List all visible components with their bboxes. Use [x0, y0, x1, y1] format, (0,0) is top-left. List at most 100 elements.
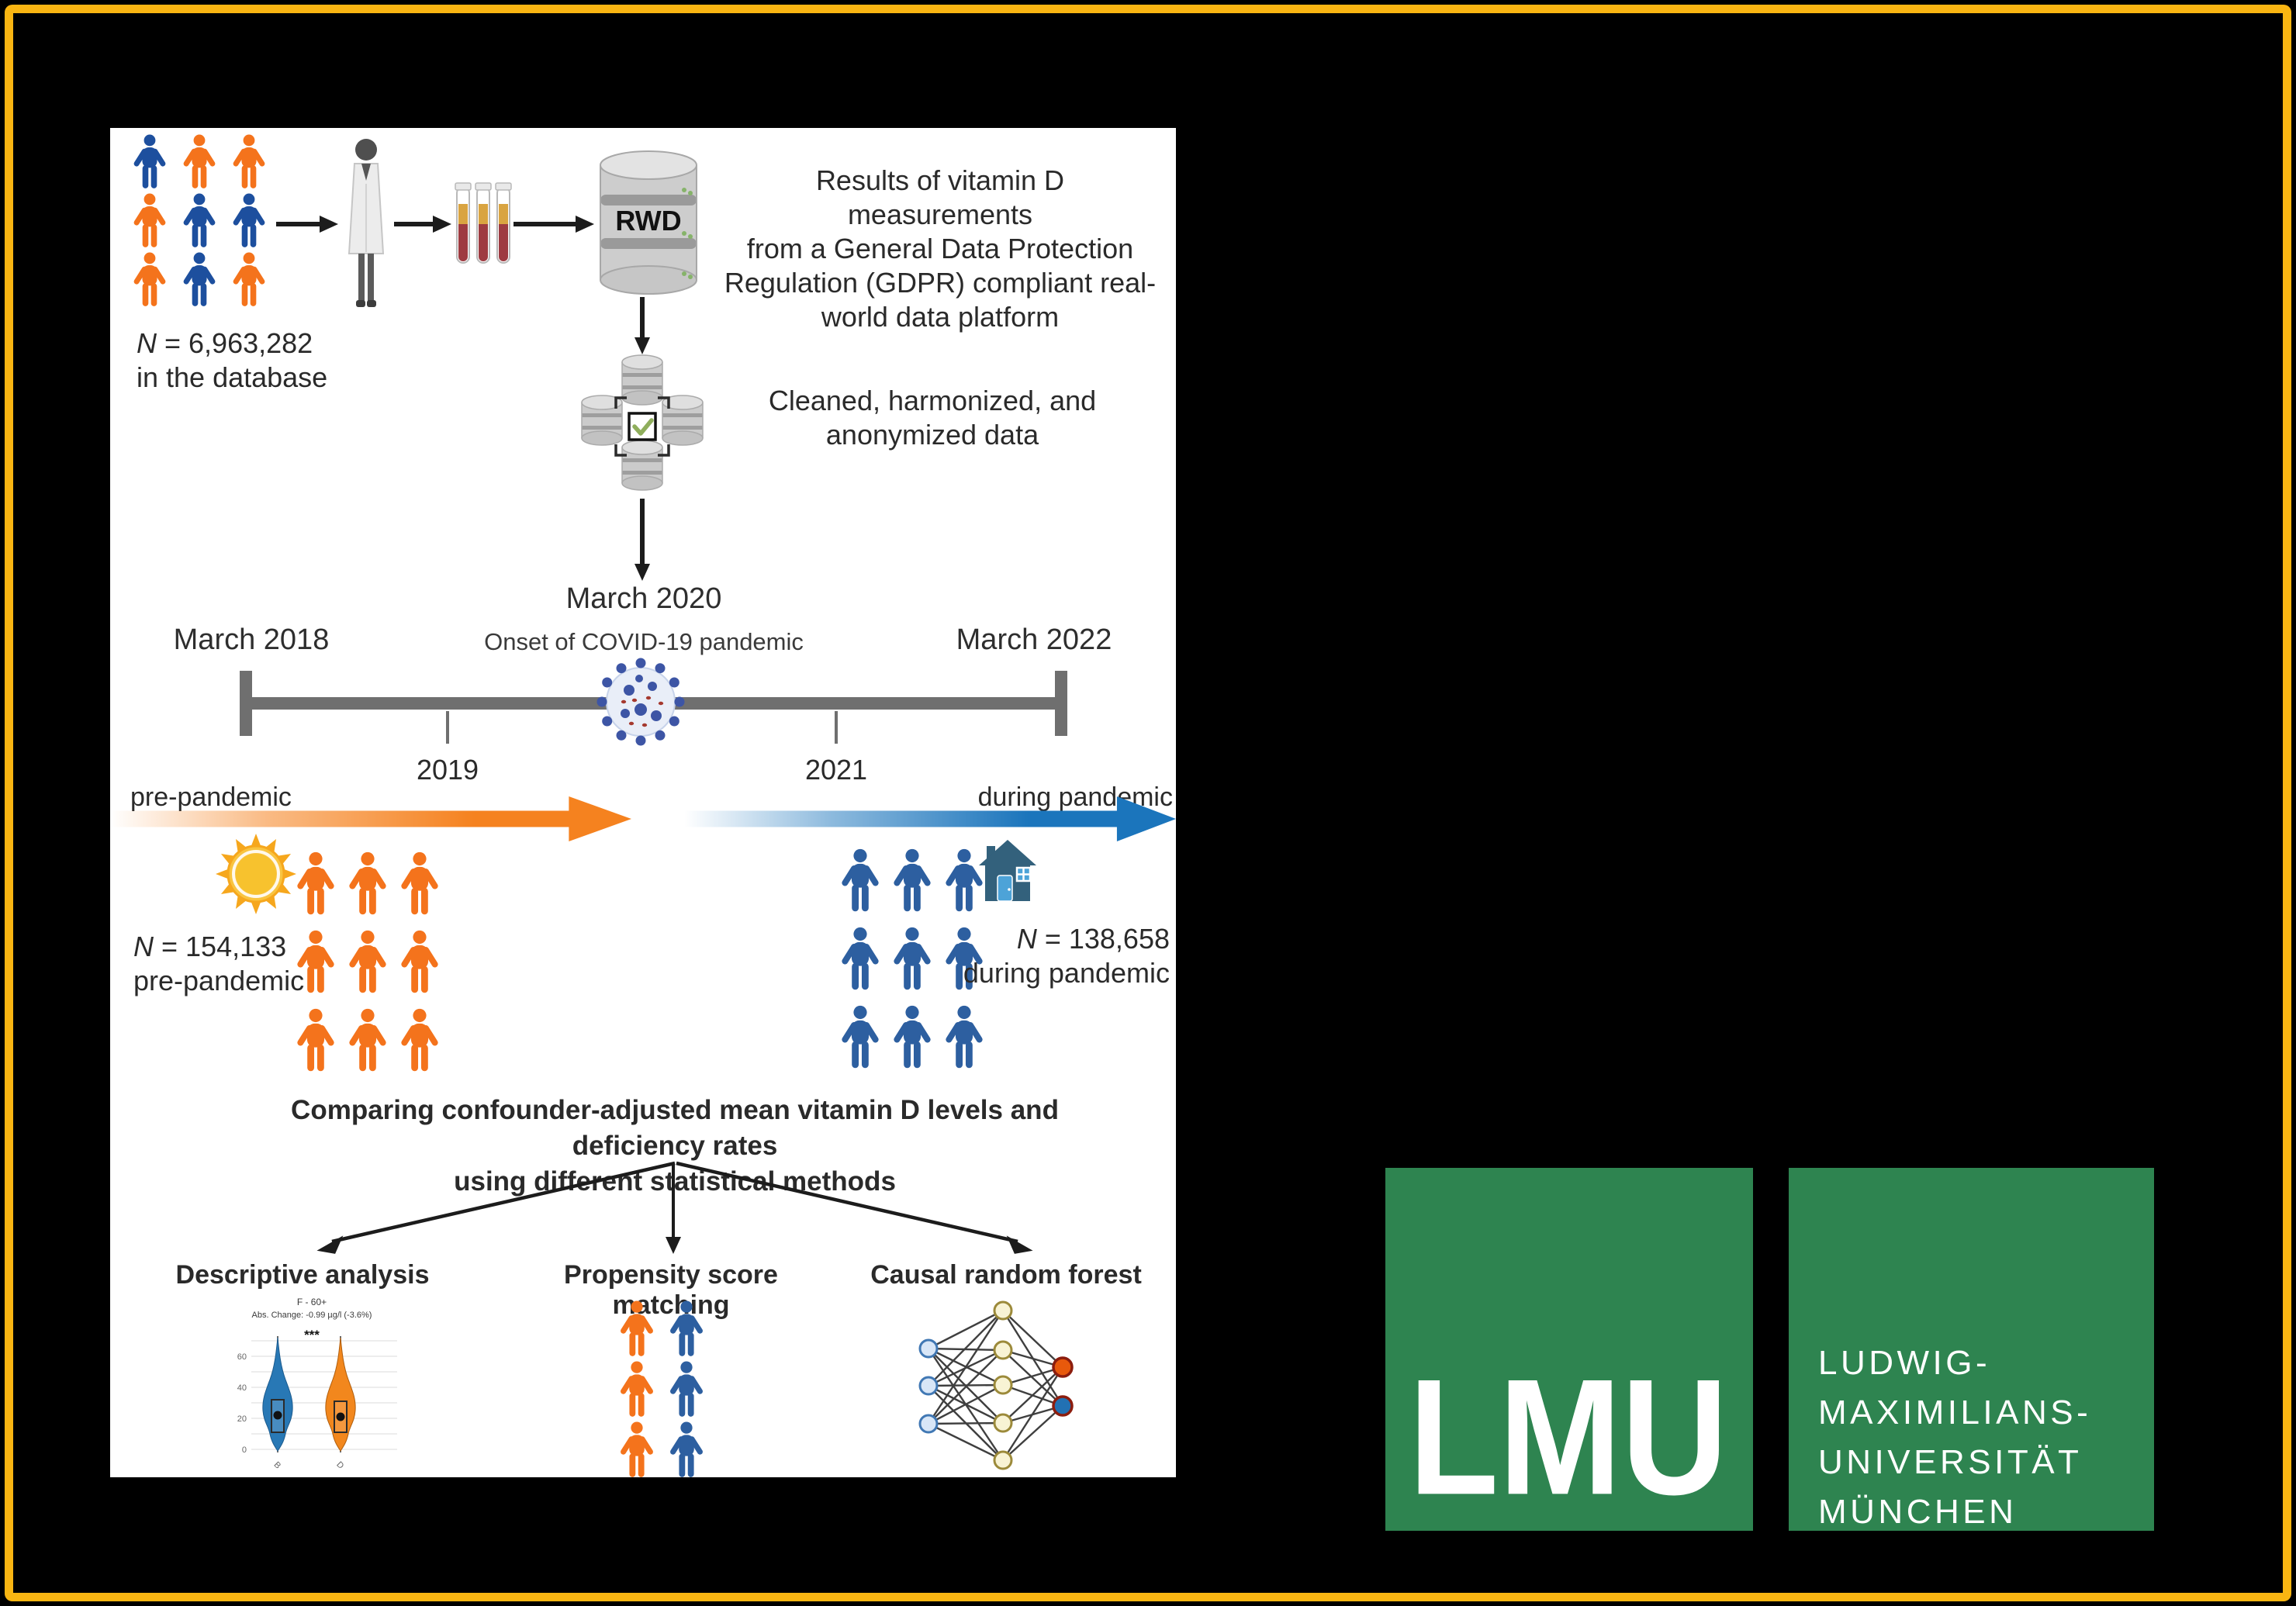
network-diagram: [918, 1300, 1074, 1470]
person-icon: [401, 1008, 438, 1072]
person-icon: [621, 1300, 653, 1356]
person-icon: [401, 851, 438, 915]
hidden-node: [993, 1340, 1013, 1360]
n-value: = 154,133: [154, 931, 287, 962]
blood-tubes-icon: [455, 182, 512, 264]
timeline-tick-2019: [446, 711, 449, 744]
person-icon: [401, 930, 438, 993]
person-icon: [670, 1300, 703, 1356]
hidden-node: [993, 1300, 1013, 1321]
svg-text:B: B: [271, 1460, 282, 1471]
person-icon: [133, 252, 166, 306]
people-grid-database: [130, 134, 268, 308]
people-grid-psm: [618, 1300, 705, 1479]
person-icon: [946, 927, 983, 990]
output-node-orange: [1052, 1356, 1074, 1378]
hidden-node: [993, 1450, 1013, 1470]
hidden-node: [993, 1375, 1013, 1395]
rwd-database-icon: RWD: [600, 150, 697, 295]
arrow-right-icon: [276, 216, 338, 233]
sun-icon: [216, 834, 296, 914]
database-cluster-icon: [581, 354, 704, 491]
person-icon: [670, 1361, 703, 1417]
input-node: [918, 1376, 939, 1396]
n-value: = 6,963,282: [157, 327, 313, 359]
n-caption: in the database: [137, 361, 328, 393]
arrow-right-icon: [394, 216, 451, 233]
person-icon: [183, 134, 216, 188]
lmu-university-name: LUDWIG- MAXIMILIANS- UNIVERSITÄT MÜNCHEN: [1818, 1338, 2091, 1537]
person-icon: [133, 134, 166, 188]
person-icon: [233, 193, 265, 247]
person-icon: [621, 1421, 653, 1477]
person-icon: [297, 1008, 334, 1072]
input-node: [918, 1414, 939, 1434]
lmu-name-square: LUDWIG- MAXIMILIANS- UNIVERSITÄT MÜNCHEN: [1789, 1168, 2154, 1531]
significance-stars: ***: [304, 1328, 320, 1342]
scientist-icon: [348, 139, 385, 307]
label-descriptive-analysis: Descriptive analysis: [175, 1260, 430, 1290]
lmu-line: LUDWIG-: [1818, 1344, 1991, 1382]
person-icon: [297, 851, 334, 915]
arrow-right-icon: [513, 216, 594, 233]
person-icon: [946, 1005, 983, 1069]
svg-text:60: 60: [237, 1352, 247, 1362]
svg-text:D: D: [334, 1460, 345, 1471]
input-node: [918, 1338, 939, 1359]
person-icon: [133, 193, 166, 247]
person-icon: [894, 848, 931, 912]
n-value: = 138,658: [1036, 923, 1170, 955]
person-icon: [946, 848, 983, 912]
label-march-2020: March 2020: [565, 582, 722, 615]
border-frame: [5, 5, 2291, 1601]
cleaned-text: Cleaned, harmonized, and anonymized data: [768, 385, 1097, 451]
database-count: N = 6,963,282 in the database: [137, 326, 327, 395]
svg-text:20: 20: [237, 1414, 247, 1424]
label-onset-covid: Onset of COVID-19 pandemic: [484, 628, 804, 655]
person-icon: [349, 1008, 386, 1072]
label-march-2018: March 2018: [173, 623, 330, 656]
person-icon: [233, 252, 265, 306]
person-icon: [349, 930, 386, 993]
pre-pandemic-count: N = 154,133 pre-pandemic: [133, 930, 304, 998]
during-pandemic-count: N = 138,658 during pandemic: [963, 922, 1170, 990]
results-text: Results of vitamin D measurements from a…: [724, 164, 1157, 333]
output-node-blue: [1052, 1395, 1074, 1417]
people-grid-during-pandemic: [839, 846, 985, 1072]
person-icon: [894, 927, 931, 990]
n-symbol: N: [133, 931, 154, 962]
person-icon: [621, 1361, 653, 1417]
lmu-line: MAXIMILIANS-: [1818, 1394, 2092, 1432]
lmu-line: UNIVERSITÄT: [1818, 1443, 2083, 1481]
person-icon: [183, 252, 216, 306]
label-march-2022: March 2022: [956, 623, 1112, 656]
coronavirus-icon: [596, 658, 685, 746]
label-2021: 2021: [804, 754, 868, 786]
timeline-tick-2021: [835, 711, 838, 744]
lmu-logo-square: LMU: [1385, 1168, 1753, 1531]
person-icon: [842, 848, 879, 912]
label-causal-random-forest: Causal random forest: [870, 1260, 1142, 1290]
person-icon: [842, 927, 879, 990]
violin-title: F - 60+: [297, 1297, 327, 1307]
person-icon: [297, 930, 334, 993]
rwd-label: RWD: [615, 205, 681, 237]
violin-plot-thumbnail: F - 60+ Abs. Change: -0.99 µg/l (-3.6%) …: [237, 1297, 397, 1471]
person-icon: [183, 193, 216, 247]
house-icon: [979, 840, 1036, 902]
methods-heading: Comparing confounder-adjusted mean vitam…: [291, 1095, 1059, 1197]
people-grid-pre-pandemic: [295, 849, 441, 1076]
person-icon: [842, 1005, 879, 1069]
svg-text:0: 0: [242, 1445, 247, 1455]
person-icon: [349, 851, 386, 915]
n-caption: during pandemic: [963, 957, 1170, 989]
label-2019: 2019: [416, 754, 479, 786]
fan-arrows: [316, 1161, 1033, 1254]
checkmark-icon: [632, 418, 654, 436]
person-icon: [670, 1421, 703, 1477]
violin-subtitle: Abs. Change: -0.99 µg/l (-3.6%): [252, 1311, 372, 1320]
n-symbol: N: [137, 327, 157, 359]
n-symbol: N: [1016, 923, 1037, 955]
study-figure-panel: RWD Results of vitamin D measurements fr…: [110, 128, 1176, 1477]
